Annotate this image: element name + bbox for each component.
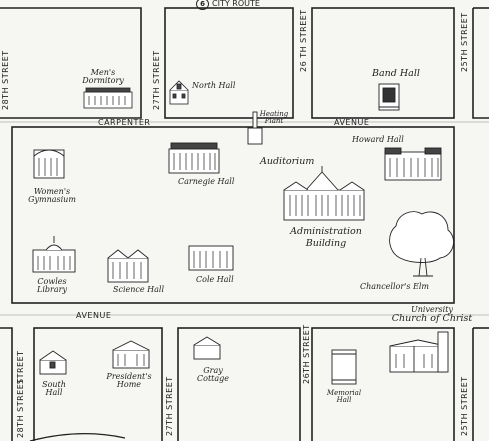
cole-hall-drawing — [188, 245, 234, 271]
avenue-top-label: AVENUE — [334, 118, 370, 127]
cowles-library-line2: Library — [37, 285, 67, 294]
carpenter-avenue-label: CARPENTER — [98, 118, 151, 127]
mens-dormitory-label: Men's Dormitory — [82, 69, 124, 85]
memorial-hall-drawing — [331, 349, 357, 385]
presidents-home-label: President's Home — [106, 373, 151, 389]
south-hall-line1: South — [42, 380, 66, 389]
chancellors-elm-drawing — [389, 211, 455, 277]
cowles-library-line1: Cowles — [37, 277, 67, 286]
mens-dormitory-line2: Dormitory — [82, 76, 124, 85]
mens-dormitory-drawing — [83, 87, 133, 109]
administration-building-drawing — [283, 166, 365, 221]
block-top-far-right — [472, 8, 489, 119]
womens-gymnasium-line1: Women's — [33, 187, 71, 196]
block-bottom-left — [33, 327, 163, 441]
street-26th-bottom: 26TH STREET — [302, 324, 311, 384]
womens-gymnasium-drawing — [33, 149, 65, 179]
street-25th-bottom: 25TH STREET — [460, 376, 469, 436]
administration-line1: Administration — [290, 226, 362, 237]
auditorium-label: Auditorium — [260, 156, 315, 167]
presidents-home-drawing — [112, 340, 150, 369]
avenue-bottom-label: AVENUE — [76, 311, 112, 320]
heating-plant-line2: Plant — [264, 117, 284, 125]
route-badge: 6 — [196, 0, 209, 10]
gray-cottage-line2: Cottage — [197, 374, 229, 383]
church-line1: University — [411, 305, 453, 314]
south-hall-line2: Hall — [45, 388, 63, 397]
church-of-christ-label: University Church of Christ — [392, 306, 472, 324]
science-hall-drawing — [107, 249, 149, 283]
gray-cottage-drawing — [193, 336, 221, 360]
block-top-right — [311, 7, 455, 119]
street-28th-bottom: 28TH STREET — [16, 378, 25, 438]
heating-plant-drawing — [247, 111, 263, 145]
band-hall-label: Band Hall — [372, 68, 420, 79]
street-26th-top: 26 TH STREET — [299, 9, 308, 72]
block-main-campus — [11, 126, 455, 304]
gray-cottage-label: Gray Cottage — [197, 367, 229, 383]
south-hall-label: South Hall — [42, 381, 66, 397]
street-27th-top: 27TH STREET — [152, 50, 161, 110]
street-27th-bottom: 27TH STREET — [165, 376, 174, 436]
cowles-library-label: Cowles Library — [37, 278, 67, 294]
chancellors-elm-label: Chancellor's Elm — [360, 282, 429, 291]
science-hall-label: Science Hall — [113, 285, 165, 294]
memorial-hall-label: Memorial Hall — [327, 390, 361, 404]
heating-plant-line1: Heating — [259, 110, 289, 118]
gray-cottage-line1: Gray — [203, 366, 223, 375]
church-line2: Church of Christ — [391, 313, 473, 324]
north-hall-label: North Hall — [192, 81, 236, 90]
north-hall-drawing — [169, 80, 189, 105]
south-hall-drawing — [39, 350, 67, 375]
administration-building-label: Administration Building — [290, 227, 362, 248]
womens-gymnasium-label: Women's Gymnasium — [28, 188, 76, 204]
cowles-library-drawing — [32, 236, 76, 273]
block-bottom-right — [311, 327, 455, 441]
carnegie-hall-drawing — [168, 142, 220, 174]
block-top-left — [0, 7, 142, 119]
howard-hall-label: Howard Hall — [352, 135, 404, 144]
howard-hall-drawing — [384, 147, 442, 181]
cole-hall-label: Cole Hall — [196, 275, 234, 284]
presidents-home-line1: President's — [106, 372, 152, 381]
administration-line2: Building — [305, 237, 347, 249]
memorial-hall-line2: Hall — [336, 396, 352, 404]
route-name: CITY ROUTE — [212, 0, 260, 8]
band-hall-drawing — [378, 83, 400, 111]
heating-plant-label: Heating Plant — [260, 111, 288, 125]
presidents-home-line2: Home — [116, 380, 142, 389]
carnegie-hall-label: Carnegie Hall — [178, 177, 235, 186]
block-bottom-middle — [177, 327, 301, 441]
street-25th-top: 25TH STREET — [460, 12, 469, 72]
memorial-hall-line1: Memorial — [326, 389, 362, 397]
street-28th-top: 28TH STREET — [1, 50, 10, 110]
block-bottom-left-edge — [0, 327, 13, 441]
church-drawing — [389, 331, 449, 373]
womens-gymnasium-line2: Gymnasium — [28, 195, 76, 204]
mens-dormitory-line1: Men's — [90, 68, 116, 77]
block-top-middle — [164, 7, 294, 119]
